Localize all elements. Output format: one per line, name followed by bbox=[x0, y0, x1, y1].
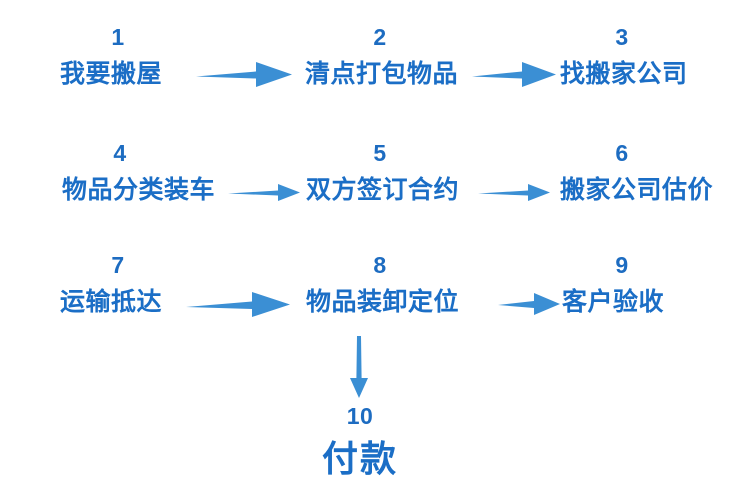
step-number-5: 5 bbox=[373, 140, 387, 166]
step-number-1: 1 bbox=[111, 24, 125, 50]
arrow-right-icon-4-5 bbox=[228, 180, 300, 204]
step-label-7: 运输抵达 bbox=[60, 288, 163, 316]
step-number-8: 8 bbox=[373, 252, 387, 278]
step-number-9: 9 bbox=[615, 252, 629, 278]
arrow-down-icon-8-10 bbox=[344, 336, 374, 398]
step-number-2: 2 bbox=[373, 24, 387, 50]
step-number-10: 10 bbox=[346, 403, 374, 429]
arrow-right-icon-1-2 bbox=[196, 58, 292, 90]
step-label-6: 搬家公司估价 bbox=[560, 176, 714, 204]
step-label-3: 找搬家公司 bbox=[560, 60, 688, 88]
step-number-7: 7 bbox=[111, 252, 125, 278]
step-number-3: 3 bbox=[615, 24, 629, 50]
step-label-4: 物品分类装车 bbox=[62, 176, 216, 204]
step-number-4: 4 bbox=[113, 140, 127, 166]
step-label-2: 清点打包物品 bbox=[305, 60, 459, 88]
step-number-6: 6 bbox=[615, 140, 629, 166]
step-label-10: 付款 bbox=[322, 438, 399, 479]
step-label-1: 我要搬屋 bbox=[60, 60, 163, 88]
arrow-right-icon-8-9 bbox=[498, 290, 560, 318]
step-label-9: 客户验收 bbox=[562, 288, 665, 316]
arrow-right-icon-2-3 bbox=[472, 58, 556, 90]
step-label-8: 物品装卸定位 bbox=[306, 288, 460, 316]
arrow-right-icon-5-6 bbox=[478, 180, 550, 204]
step-label-5: 双方签订合约 bbox=[306, 176, 460, 204]
arrow-right-icon-7-8 bbox=[186, 288, 290, 320]
